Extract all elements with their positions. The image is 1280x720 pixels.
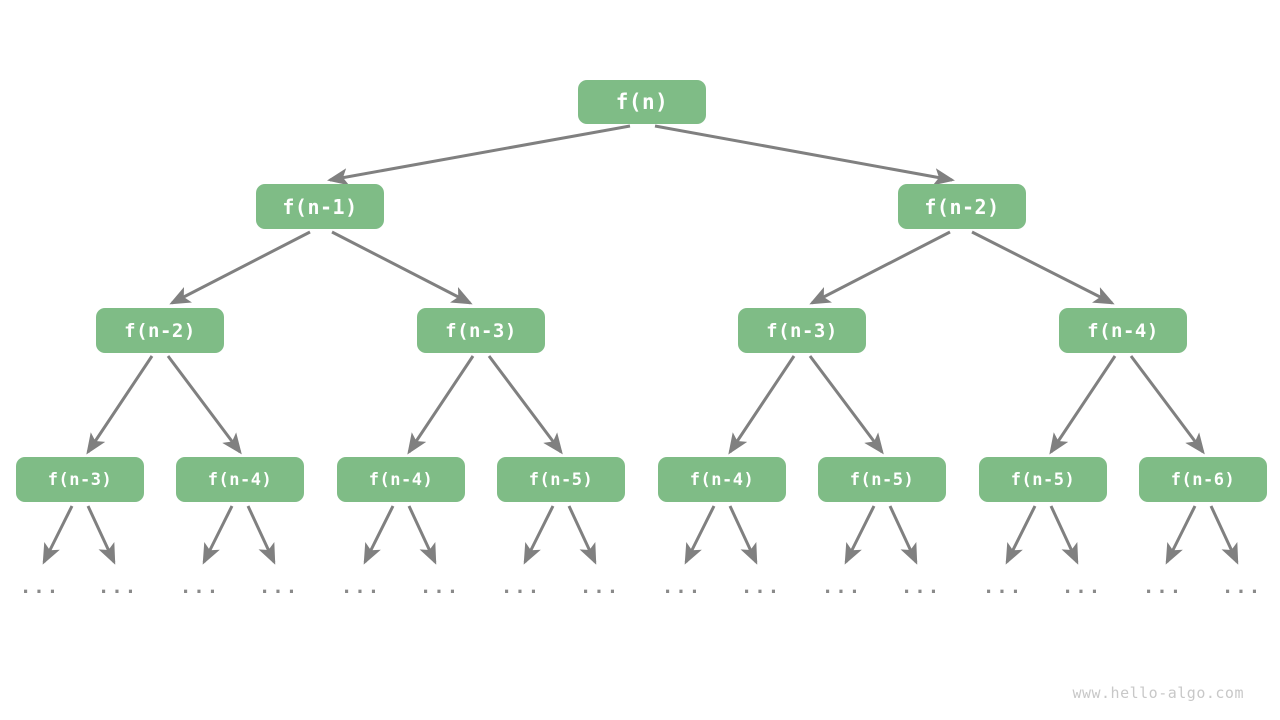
tree-edge xyxy=(86,505,116,565)
tree-node: f(n-2) xyxy=(96,308,224,353)
tree-node: f(n-5) xyxy=(818,457,946,502)
tree-node: f(n-4) xyxy=(658,457,786,502)
ellipsis-marker: ... xyxy=(1221,576,1263,598)
ellipsis-marker: ... xyxy=(340,576,382,598)
ellipsis-marker: ... xyxy=(419,576,461,598)
tree-node: f(n-1) xyxy=(256,184,384,229)
ellipsis-marker: ... xyxy=(982,576,1024,598)
ellipsis-marker: ... xyxy=(179,576,221,598)
tree-edge xyxy=(169,230,311,305)
ellipsis-marker: ... xyxy=(579,576,621,598)
tree-edge xyxy=(809,230,951,305)
tree-edge xyxy=(523,505,555,565)
tree-edge xyxy=(166,355,242,455)
tree-node: f(n-4) xyxy=(176,457,304,502)
tree-edge xyxy=(1005,505,1037,565)
tree-edge xyxy=(42,505,74,565)
ellipsis-marker: ... xyxy=(740,576,782,598)
tree-edge xyxy=(1165,505,1197,565)
tree-edge xyxy=(86,355,154,455)
tree-edge xyxy=(1049,505,1079,565)
tree-node: f(n-6) xyxy=(1139,457,1267,502)
tree-node: f(n-5) xyxy=(497,457,625,502)
tree-node: f(n-4) xyxy=(337,457,465,502)
ellipsis-marker: ... xyxy=(821,576,863,598)
tree-edge xyxy=(331,230,473,305)
tree-edge xyxy=(327,124,631,186)
ellipsis-marker: ... xyxy=(500,576,542,598)
tree-edge xyxy=(567,505,597,565)
ellipsis-marker: ... xyxy=(258,576,300,598)
tree-edge xyxy=(1049,355,1117,455)
ellipsis-marker: ... xyxy=(97,576,139,598)
tree-edge xyxy=(728,505,758,565)
ellipsis-marker: ... xyxy=(661,576,703,598)
tree-edge xyxy=(202,505,234,565)
tree-node: f(n-3) xyxy=(738,308,866,353)
tree-node: f(n-3) xyxy=(417,308,545,353)
tree-edge xyxy=(407,355,475,455)
ellipsis-marker: ... xyxy=(19,576,61,598)
tree-edge xyxy=(654,124,955,186)
tree-edge xyxy=(684,505,716,565)
tree-node: f(n-5) xyxy=(979,457,1107,502)
tree-edge xyxy=(971,230,1115,305)
tree-edge xyxy=(808,355,884,455)
tree-edge xyxy=(728,355,796,455)
tree-node: f(n-4) xyxy=(1059,308,1187,353)
tree-node: f(n) xyxy=(578,80,706,124)
tree-edge xyxy=(487,355,563,455)
tree-edge xyxy=(844,505,876,565)
tree-edge xyxy=(363,505,395,565)
tree-node: f(n-2) xyxy=(898,184,1026,229)
ellipsis-marker: ... xyxy=(1142,576,1184,598)
tree-edge xyxy=(246,505,276,565)
ellipsis-marker: ... xyxy=(1061,576,1103,598)
ellipsis-marker: ... xyxy=(900,576,942,598)
tree-edge xyxy=(1209,505,1239,565)
tree-edge xyxy=(1129,355,1205,455)
watermark: www.hello-algo.com xyxy=(1072,684,1244,702)
tree-edge xyxy=(407,505,437,565)
tree-edge xyxy=(888,505,918,565)
tree-node: f(n-3) xyxy=(16,457,144,502)
